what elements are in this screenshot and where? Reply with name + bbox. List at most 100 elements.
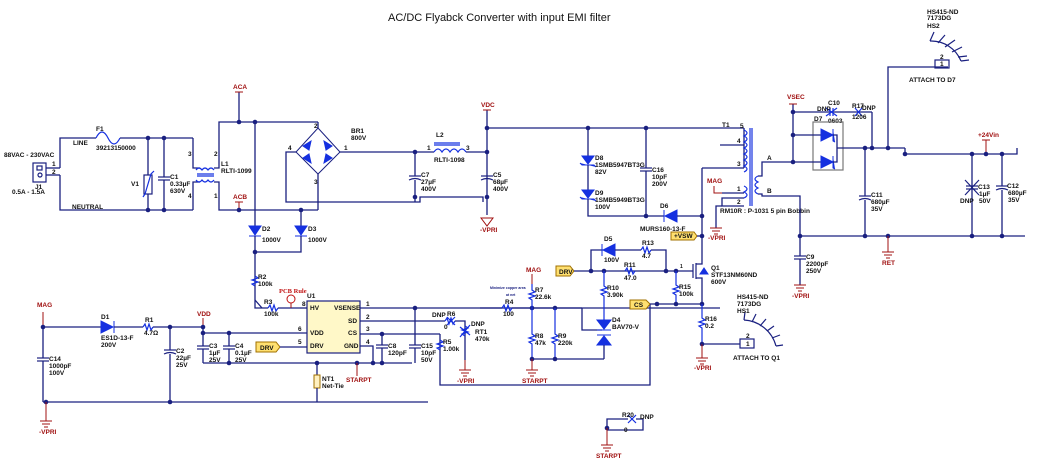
resistor-r1: R1 4.7Ω (142, 317, 158, 337)
svg-text:600V: 600V (711, 279, 727, 286)
svg-text:0: 0 (444, 324, 448, 331)
svg-text:R9: R9 (558, 333, 567, 340)
svg-text:3: 3 (314, 179, 318, 186)
svg-text:ACB: ACB (233, 194, 247, 201)
resistor-r17-dnp: R17 DNP 1206 (852, 103, 876, 121)
svg-text:C1: C1 (170, 174, 179, 181)
capacitor-c15: C15 10pF 50V (409, 308, 436, 364)
resistor-r16: R16 0.2 (697, 304, 717, 344)
svg-text:VSENSE: VSENSE (334, 305, 361, 312)
svg-text:R5: R5 (443, 339, 452, 346)
svg-text:DNP: DNP (862, 105, 876, 112)
svg-text:D9: D9 (595, 190, 604, 197)
svg-text:680µF: 680µF (1008, 190, 1027, 197)
j1-current: 0.5A - 1.5A (12, 189, 45, 196)
bridge-rectifier-br1: 2 4 1 3 BR1 800V (285, 122, 415, 210)
capacitor-c7: C7 27µF 400V (408, 149, 437, 202)
svg-text:400V: 400V (421, 186, 437, 193)
net-tie-nt1: NT1 Net-Tie (313, 363, 344, 402)
capacitor-c14: C14 1000pF 100V (37, 327, 71, 402)
svg-text:HS2: HS2 (927, 23, 940, 30)
svg-text:C9: C9 (806, 254, 815, 261)
svg-text:RET: RET (882, 260, 895, 267)
svg-text:4.7Ω: 4.7Ω (144, 330, 158, 337)
svg-text:MAG: MAG (707, 178, 722, 185)
svg-text:2: 2 (737, 199, 741, 206)
svg-text:SD: SD (348, 318, 357, 325)
svg-text:Net-Tie: Net-Tie (322, 383, 344, 390)
controller-ic-u1: U1 8 HV 6 VDD 5 DRV VSENSE 1 SD 2 CS 3 G… (298, 293, 370, 354)
net-tag-drv-gate: DRV (555, 265, 666, 277)
ground-starpt-r20: STARPT (596, 428, 622, 460)
zener-d9: D9 1SMB5949BT3G 100V (579, 189, 646, 217)
fuse-f1: F1 39213150000 (95, 126, 136, 152)
svg-text:RLTI-1099: RLTI-1099 (221, 168, 252, 175)
neutral-label: NEUTRAL (72, 204, 103, 211)
svg-text:R13: R13 (642, 240, 654, 247)
svg-text:-VPRI: -VPRI (708, 235, 726, 242)
heatsink-hs1: 2 1 HS415-ND 7173DG HS1 ATTACH TO Q1 (733, 294, 784, 362)
svg-text:R15: R15 (679, 284, 691, 291)
svg-text:3: 3 (466, 145, 470, 152)
net-tag-vsw: +VSW (670, 231, 702, 241)
diode-d3: D3 1000V (252, 225, 327, 255)
svg-text:-VPRI: -VPRI (694, 365, 712, 372)
svg-text:R3: R3 (264, 299, 273, 306)
inductor-l2: 1 3 L2 RLTI-1098 (415, 132, 487, 164)
svg-text:DNP: DNP (960, 198, 974, 205)
svg-text:RM10R : P-1031 5 pin Bobbin: RM10R : P-1031 5 pin Bobbin (720, 208, 810, 215)
svg-text:1: 1 (427, 145, 431, 152)
svg-text:VDC: VDC (481, 102, 495, 109)
svg-text:DNP: DNP (432, 312, 446, 319)
svg-text:+24Vin: +24Vin (978, 132, 999, 139)
resistor-r4: R4 100 (480, 299, 582, 318)
capacitor-c13-dnp: C13 1µF 50V DNP (960, 154, 991, 236)
capacitor-c5: C5 68µF 400V (480, 172, 509, 193)
svg-text:3: 3 (366, 326, 370, 333)
ground-vpri-aux: -VPRI (39, 402, 57, 436)
svg-text:D8: D8 (595, 155, 604, 162)
net-aca: ACA (233, 84, 247, 125)
svg-text:4: 4 (737, 138, 741, 145)
resistor-r15: R15 100k (671, 271, 694, 304)
svg-text:-VPRI: -VPRI (480, 227, 498, 234)
svg-text:1: 1 (366, 301, 370, 308)
svg-text:120pF: 120pF (388, 350, 407, 357)
mosfet-q1: 1 Q1 STF13NM60ND 600V (666, 248, 758, 304)
net-tag-drv-u1: DRV (255, 341, 307, 353)
svg-text:STF13NM60ND: STF13NM60ND (711, 272, 758, 279)
svg-text:5: 5 (740, 123, 744, 130)
pcb-rule-marker: PCB Rule (279, 288, 307, 308)
svg-text:VDD: VDD (310, 330, 324, 337)
net-vsec: VSEC (787, 94, 805, 165)
svg-text:3: 3 (188, 151, 192, 158)
svg-text:F1: F1 (96, 126, 104, 133)
svg-text:R1: R1 (145, 317, 154, 324)
svg-text:1000V: 1000V (262, 237, 281, 244)
layout-note-2: at net (506, 293, 516, 297)
svg-text:-VPRI: -VPRI (457, 378, 475, 385)
j1-voltage: 88VAC - 230VAC (4, 152, 55, 159)
svg-text:RT1: RT1 (475, 329, 488, 336)
svg-text:D7: D7 (814, 116, 823, 123)
svg-text:R6: R6 (447, 311, 456, 318)
ground-vpri-c9: -VPRI (792, 284, 810, 300)
svg-text:5: 5 (298, 339, 302, 346)
svg-text:7173DG: 7173DG (927, 15, 951, 22)
svg-text:D3: D3 (308, 226, 317, 233)
svg-text:1: 1 (746, 341, 750, 348)
svg-text:22µF: 22µF (176, 355, 191, 362)
svg-text:10pF: 10pF (652, 174, 667, 181)
svg-text:1: 1 (344, 145, 348, 152)
net-mag-r7: MAG (526, 267, 541, 284)
varistor-v1: V1 (131, 138, 155, 210)
svg-text:R20: R20 (622, 412, 634, 419)
svg-text:2: 2 (366, 314, 370, 321)
common-mode-choke-l1: 3 4 2 1 L1 RLTI-1099 (188, 121, 318, 211)
svg-text:2: 2 (940, 54, 944, 61)
svg-text:8: 8 (302, 301, 306, 308)
svg-text:+VSW: +VSW (674, 233, 693, 240)
svg-text:R17: R17 (852, 103, 864, 110)
svg-text:100V: 100V (604, 257, 620, 264)
